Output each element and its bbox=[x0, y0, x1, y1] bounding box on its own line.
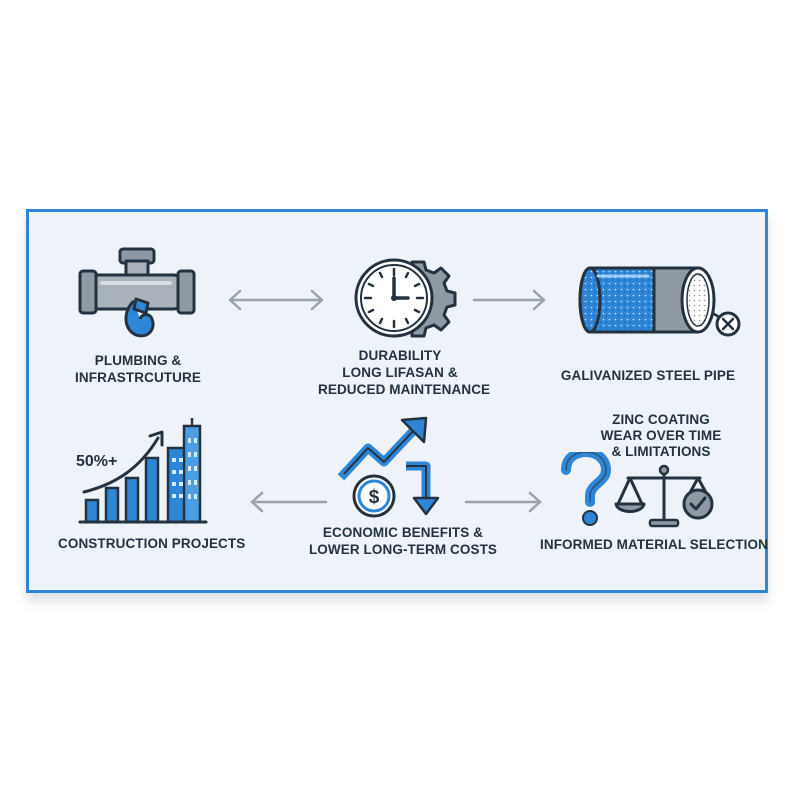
label-line: GALIVANIZED STEEL PIPE bbox=[560, 368, 736, 383]
label-zinc-coating: ZINC COATING WEAR OVER TIME & LIMITATION… bbox=[598, 412, 724, 460]
label-informed-material-selection: INFORMED MATERIAL SELECTION bbox=[540, 536, 768, 553]
label-line: LONG LIFASAN & bbox=[342, 365, 458, 380]
label-line: CONSTRUCTION PROJECTS bbox=[58, 536, 246, 551]
label-line: WEAR OVER TIME bbox=[600, 428, 722, 443]
growth-chart-buildings-icon: 50%+ bbox=[76, 418, 208, 524]
label-line: ECONOMIC BENEFITS & bbox=[322, 525, 484, 540]
dollar-icon: $ bbox=[369, 487, 380, 508]
label-line: ZINC COATING bbox=[612, 412, 710, 427]
label-line: INFORMED MATERIAL SELECTION bbox=[540, 537, 768, 552]
label-line: PLUMBING & bbox=[94, 353, 182, 368]
pipe-tee-icon bbox=[78, 247, 196, 338]
label-durability: DURABILITY LONG LIFASAN & REDUCED MAINTE… bbox=[318, 347, 491, 398]
label-line: REDUCED MAINTENANCE bbox=[318, 382, 491, 397]
label-line: LOWER LONG-TERM COSTS bbox=[308, 542, 498, 557]
money-trend-icon: $ bbox=[338, 416, 440, 518]
arrow-economic-informed bbox=[464, 491, 542, 513]
label-plumbing-infrastructure: PLUMBING & INFRASTRCUTURE bbox=[70, 352, 206, 386]
pipe-section-icon bbox=[578, 266, 741, 337]
arrow-economic-construction bbox=[250, 491, 328, 513]
label-line: DURABILITY bbox=[358, 348, 442, 363]
arrow-durability-galvanized bbox=[472, 289, 546, 311]
double-arrow-plumbing-durability bbox=[228, 289, 324, 311]
label-line: INFRASTRCUTURE bbox=[75, 370, 201, 385]
label-construction-projects: CONSTRUCTION PROJECTS bbox=[58, 535, 246, 552]
growth-badge: 50%+ bbox=[76, 453, 117, 470]
label-galvanized-steel-pipe: GALIVANIZED STEEL PIPE bbox=[550, 367, 746, 384]
question-scale-icon bbox=[561, 452, 714, 528]
clock-gear-icon bbox=[354, 258, 457, 338]
label-line: & LIMITATIONS bbox=[611, 444, 711, 459]
label-economic-benefits: ECONOMIC BENEFITS & LOWER LONG-TERM COST… bbox=[304, 524, 502, 558]
